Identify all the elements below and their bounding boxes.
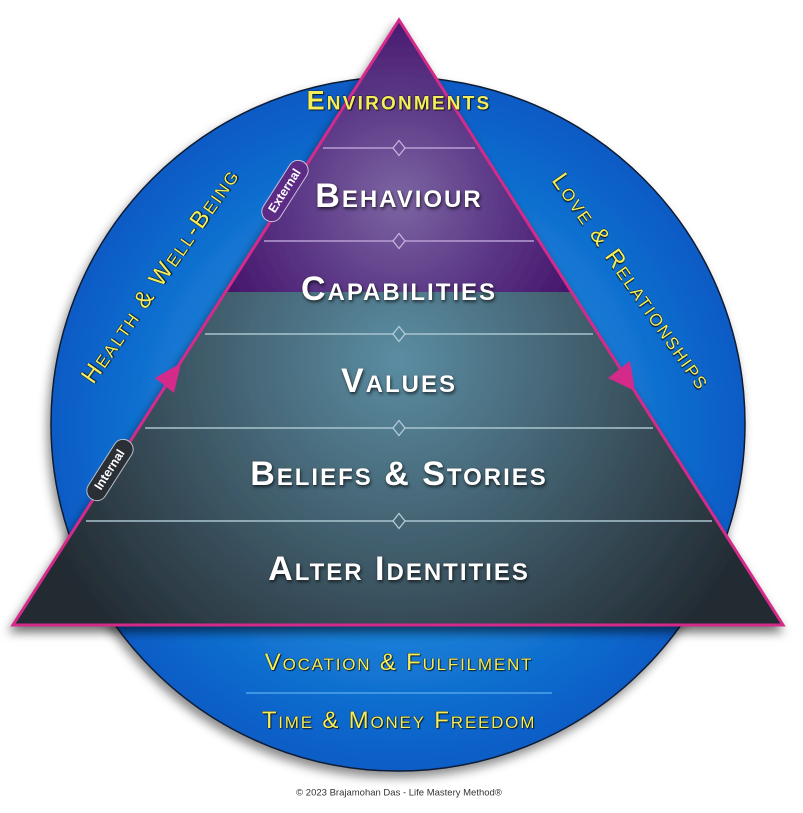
layer-behaviour-label: Behaviour <box>315 177 483 215</box>
arrow-down-icon <box>608 361 635 391</box>
layer-dividers <box>86 139 712 530</box>
layer-identities-label: Alter Identities <box>268 550 530 588</box>
pyramid-outline <box>10 17 786 627</box>
internal-zone <box>13 20 783 625</box>
diamond-marker <box>392 232 406 250</box>
environments-label: Environments <box>306 85 492 116</box>
diamond-marker <box>392 325 406 343</box>
vocation-fulfilment-label: Vocation & Fulfilment <box>264 649 534 676</box>
diamond-marker <box>392 512 406 530</box>
layer-beliefs-label: Beliefs & Stories <box>250 455 548 493</box>
copyright-notice: © 2023 Brajamohan Das - Life Mastery Met… <box>296 787 502 799</box>
layer-capabilities-label: Capabilities <box>300 270 498 308</box>
layer-values-label: Values <box>340 362 458 400</box>
diamond-marker <box>392 139 406 157</box>
arrow-up-icon <box>155 363 181 393</box>
time-money-freedom-label: Time & Money Freedom <box>261 707 537 734</box>
diamond-marker <box>392 419 406 437</box>
